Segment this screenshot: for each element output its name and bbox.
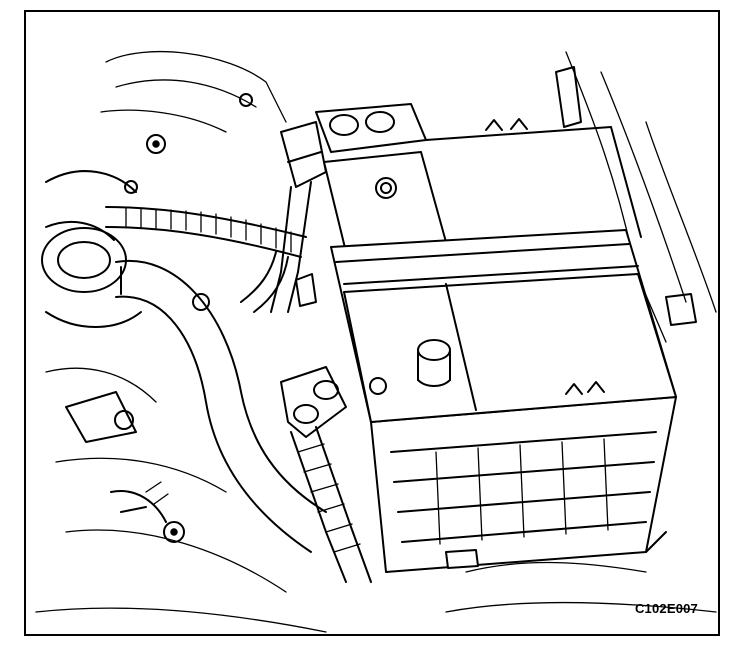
battery-location-illustration (35, 50, 717, 633)
figure-reference-code: C102E007 (634, 601, 698, 616)
radiator-hose (115, 259, 327, 553)
fluid-reservoir-cap (41, 170, 142, 328)
cable-upper (270, 121, 327, 313)
battery-cover (315, 103, 447, 253)
battery (330, 118, 677, 573)
bolts-and-brackets (65, 66, 697, 543)
battery-tray-grid (390, 431, 657, 569)
figure-frame: C102E007 (24, 10, 720, 636)
negative-cable-clamp (280, 366, 372, 583)
